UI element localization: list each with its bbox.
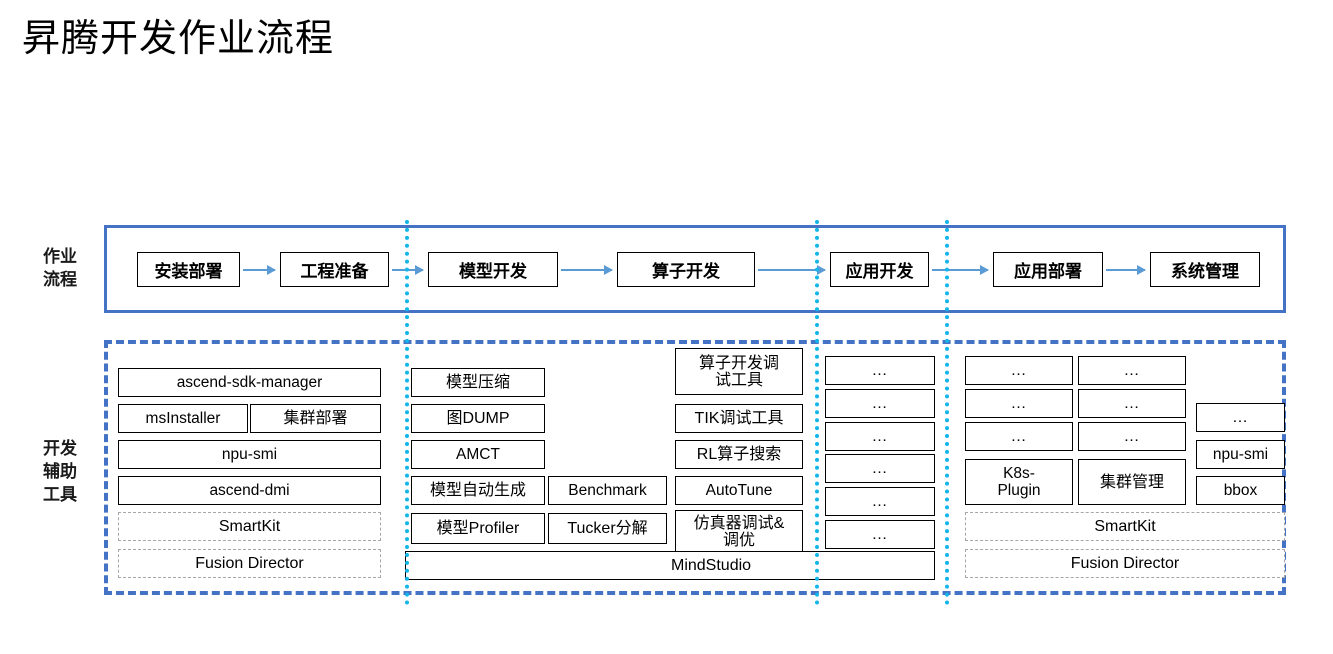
tool-cluster-management[interactable]: 集群管理 [1078,459,1186,505]
arrow-install-to-project [243,265,276,275]
tool-ascend-dmi[interactable]: ascend-dmi [118,476,381,505]
tool-sysmgmt-placeholder-3[interactable]: … [1078,422,1186,451]
workflow-step-app-dev[interactable]: 应用开发 [830,252,929,287]
stage-divider-3 [945,220,949,605]
tool-appdev-placeholder-2[interactable]: … [825,389,935,418]
tool-autotune[interactable]: AutoTune [675,476,803,505]
row-label-workflow: 作业 流程 [43,247,77,289]
tool-tik-debug[interactable]: TIK调试工具 [675,404,803,433]
tool-model-profiler[interactable]: 模型Profiler [411,513,545,544]
workflow-step-operator-dev[interactable]: 算子开发 [617,252,755,287]
tool-k8s-plugin[interactable]: K8s- Plugin [965,459,1073,505]
tool-npu-smi-right[interactable]: npu-smi [1196,440,1285,469]
arrow-model-to-operator [561,265,613,275]
tool-model-autogen[interactable]: 模型自动生成 [411,476,545,505]
tool-appdev-placeholder-1[interactable]: … [825,356,935,385]
tool-npu-smi-left[interactable]: npu-smi [118,440,381,469]
workflow-step-install-deploy[interactable]: 安装部署 [137,252,240,287]
tool-graph-dump[interactable]: 图DUMP [411,404,545,433]
row-label-tools: 开发 辅助 工具 [43,439,77,504]
tool-appdev-placeholder-3[interactable]: … [825,422,935,451]
tool-operator-dev-debug[interactable]: 算子开发调 试工具 [675,348,803,395]
arrow-appdev-to-appdeploy [932,265,989,275]
tool-bbox[interactable]: bbox [1196,476,1285,505]
tool-sysmgmt-b-placeholder-1[interactable]: … [1196,403,1285,432]
tool-rl-operator-search[interactable]: RL算子搜索 [675,440,803,469]
tool-sysmgmt-placeholder-1[interactable]: … [1078,356,1186,385]
tool-tucker-decomposition[interactable]: Tucker分解 [548,513,667,544]
tool-fusion-director-left[interactable]: Fusion Director [118,549,381,578]
tool-fusion-director-right[interactable]: Fusion Director [965,549,1285,578]
tool-model-compression[interactable]: 模型压缩 [411,368,545,397]
tool-appdeploy-placeholder-3[interactable]: … [965,422,1073,451]
tool-appdev-placeholder-5[interactable]: … [825,487,935,516]
workflow-step-system-mgmt[interactable]: 系统管理 [1150,252,1260,287]
page-title: 昇腾开发作业流程 [22,18,335,60]
arrow-operator-to-appdev [758,265,826,275]
tool-appdeploy-placeholder-2[interactable]: … [965,389,1073,418]
tool-appdev-placeholder-6[interactable]: … [825,520,935,549]
workflow-step-app-deploy[interactable]: 应用部署 [993,252,1103,287]
stage-divider-1 [405,220,409,605]
arrow-appdeploy-to-sysmgmt [1106,265,1146,275]
tool-benchmark[interactable]: Benchmark [548,476,667,505]
tool-amct[interactable]: AMCT [411,440,545,469]
workflow-step-project-prepare[interactable]: 工程准备 [280,252,389,287]
tool-simulator-debug-tune[interactable]: 仿真器调试& 调优 [675,510,803,554]
tool-sysmgmt-placeholder-2[interactable]: … [1078,389,1186,418]
tool-appdeploy-placeholder-1[interactable]: … [965,356,1073,385]
tool-msinstaller[interactable]: msInstaller [118,404,248,433]
tool-smartkit-left[interactable]: SmartKit [118,512,381,541]
tool-appdev-placeholder-4[interactable]: … [825,454,935,483]
workflow-step-model-dev[interactable]: 模型开发 [428,252,558,287]
tool-cluster-deploy[interactable]: 集群部署 [250,404,381,433]
tool-ascend-sdk-manager[interactable]: ascend-sdk-manager [118,368,381,397]
stage-divider-2 [815,220,819,605]
tool-smartkit-right[interactable]: SmartKit [965,512,1285,541]
tool-mindstudio[interactable]: MindStudio [405,551,935,580]
